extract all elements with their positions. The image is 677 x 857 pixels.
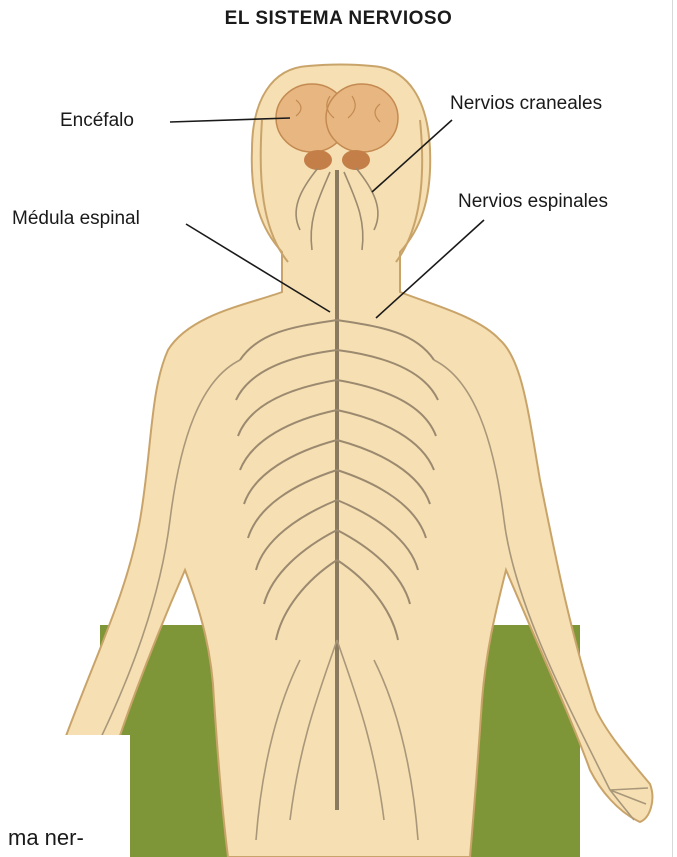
spinal-cord [334, 170, 337, 810]
label-encefalo: Encéfalo [60, 110, 134, 132]
page-edge-rule [672, 0, 673, 857]
caption-fragment: ma ner- [8, 825, 84, 851]
page-title: EL SISTEMA NERVIOSO [0, 8, 677, 30]
label-nervios-craneales: Nervios craneales [450, 93, 602, 115]
label-medula-espinal: Médula espinal [12, 208, 140, 230]
label-nervios-espinales: Nervios espinales [458, 191, 608, 213]
